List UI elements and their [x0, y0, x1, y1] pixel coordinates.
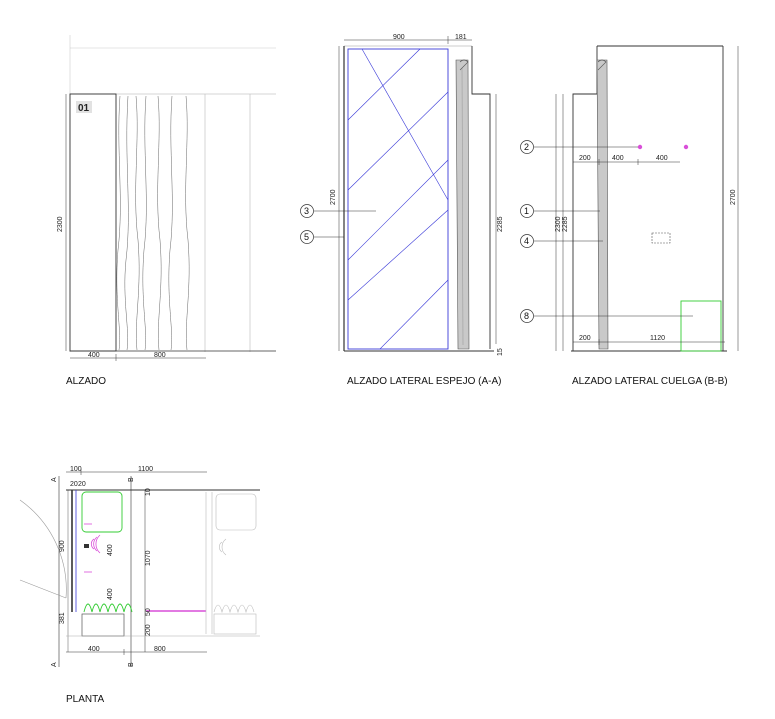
section-a-top: A — [51, 477, 58, 482]
planta-dim-10: 10 — [145, 488, 152, 496]
planta-dim-20a: 20 — [70, 481, 78, 488]
cuelga-dim-200a: 200 — [579, 155, 591, 162]
alzado-title: ALZADO — [66, 376, 106, 387]
planta-dim-400b: 400 — [107, 588, 114, 600]
espejo-dim-181: 181 — [455, 34, 467, 41]
planta-dim-900: 900 — [59, 540, 66, 552]
cuelga-title: ALZADO LATERAL CUELGA (B-B) — [572, 376, 728, 387]
cuelga-dim-2285: 2285 — [562, 216, 569, 232]
alzado-dim-height: 2300 — [57, 216, 64, 232]
callout-8: 8 — [524, 311, 529, 321]
callout-4: 4 — [524, 236, 529, 246]
alzado-curtain — [116, 95, 190, 351]
planta-dim-bottom-400: 400 — [88, 646, 100, 653]
alzado-dim-400: 400 — [88, 352, 100, 359]
alzado-panel-left — [69, 93, 117, 352]
planta-dim-400a: 400 — [107, 544, 114, 556]
cuelga-dim-400b: 400 — [656, 155, 668, 162]
cuelga-dim-200b: 200 — [579, 335, 591, 342]
espejo-dim-900: 900 — [393, 34, 405, 41]
cuelga-dim-400a: 400 — [612, 155, 624, 162]
espejo-dim-2285: 2285 — [497, 216, 504, 232]
planta-lower-bench — [81, 613, 125, 637]
callout-2: 2 — [524, 142, 529, 152]
cuelga-dim-2300: 2300 — [555, 216, 562, 232]
lateral-espejo-view: 900 181 2700 2285 15 3 5 ALZADO LAT — [300, 34, 504, 387]
planta-curtain — [83, 603, 133, 613]
planta-view: 100 1100 20 20 A A B B 900 — [19, 466, 260, 705]
cuelga-profile — [596, 59, 609, 350]
planta-bench — [81, 491, 123, 533]
adjacent-cabin — [205, 492, 257, 635]
callout-5: 5 — [304, 232, 309, 242]
section-a-bottom: A — [51, 662, 58, 667]
socket-symbol — [651, 232, 671, 244]
mirror-panel — [347, 48, 449, 350]
alzado-dim-800: 800 — [154, 352, 166, 359]
callout-1: 1 — [524, 206, 529, 216]
cuelga-dim-1120: 1120 — [650, 335, 665, 342]
cuelga-dim-2700: 2700 — [730, 189, 737, 205]
mirror-hatch — [347, 48, 449, 350]
section-b-top: B — [128, 477, 135, 482]
planta-dim-100: 100 — [70, 466, 82, 473]
hook-2 — [683, 144, 689, 150]
planta-hooks — [84, 523, 101, 573]
door-swing — [19, 499, 67, 599]
section-b-bottom: B — [128, 662, 135, 667]
speaker-icon — [84, 544, 89, 548]
alzado-view: 01 2300 400 800 ALZADO — [57, 35, 276, 387]
hook-1 — [637, 144, 643, 150]
planta-title: PLANTA — [66, 694, 104, 705]
espejo-dim-15: 15 — [497, 348, 504, 356]
planta-dim-1070: 1070 — [145, 550, 152, 566]
bench-box — [680, 300, 722, 352]
espejo-title: ALZADO LATERAL ESPEJO (A-A) — [347, 376, 501, 387]
planta-dim-50: 50 — [145, 608, 152, 616]
planta-dim-200: 200 — [145, 624, 152, 636]
lateral-cuelga-view: 2300 2285 2700 200 400 400 200 1120 2 1 … — [520, 45, 739, 387]
planta-dim-bottom-800: 800 — [154, 646, 166, 653]
callout-3: 3 — [304, 206, 309, 216]
alzado-tag: 01 — [78, 103, 90, 114]
alzado-tag-bg — [76, 101, 92, 113]
planta-dim-1100: 1100 — [138, 466, 153, 473]
planta-dim-20b: 20 — [78, 481, 86, 488]
espejo-dim-2700: 2700 — [330, 189, 337, 205]
planta-dim-381: 381 — [59, 612, 66, 624]
